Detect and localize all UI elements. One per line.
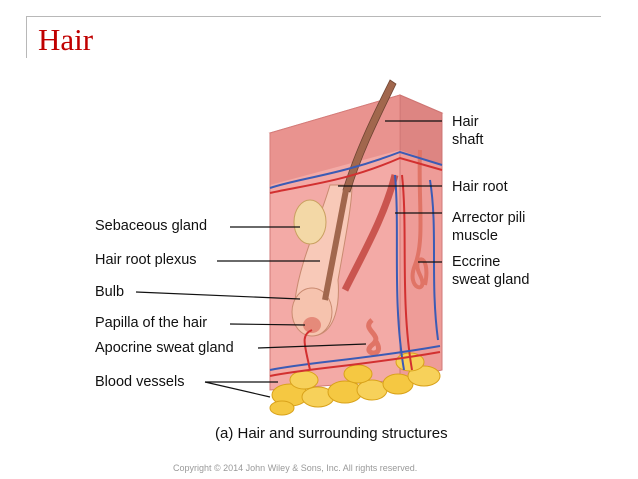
slide-frame-top xyxy=(26,16,601,17)
hair-bulb xyxy=(291,287,333,337)
label-hair-shaft-line2: shaft xyxy=(452,132,484,148)
eccrine-gland xyxy=(410,149,429,290)
slide-frame-left xyxy=(26,16,27,58)
label-arrector-line1: Arrector pili xyxy=(452,210,526,226)
apocrine-gland xyxy=(366,318,381,356)
leader-lines xyxy=(135,120,442,398)
figure-caption: (a) Hair and surrounding structures xyxy=(215,425,448,442)
label-hair-root-plexus: Hair root plexus xyxy=(95,252,197,268)
label-bulb: Bulb xyxy=(95,284,125,300)
epidermis xyxy=(270,95,400,185)
label-sebaceous-gland: Sebaceous gland xyxy=(95,218,208,234)
blood-vessels xyxy=(269,150,443,377)
sebaceous-gland xyxy=(293,199,327,245)
label-hair-shaft-line1: Hair xyxy=(452,114,479,130)
label-hair-root: Hair root xyxy=(452,179,508,195)
arrector-pili xyxy=(341,174,399,292)
slide-title: Hair xyxy=(38,22,94,57)
hair-papilla xyxy=(303,317,321,333)
label-papilla: Papilla of the hair xyxy=(95,315,208,331)
label-blood-vessels: Blood vessels xyxy=(95,374,185,390)
hair-shaft xyxy=(342,79,397,193)
label-eccrine-line2: sweat gland xyxy=(452,272,530,288)
label-apocrine: Apocrine sweat gland xyxy=(95,340,234,356)
label-eccrine-line1: Eccrine xyxy=(452,254,501,270)
label-arrector-line2: muscle xyxy=(452,228,498,244)
copyright-notice: Copyright © 2014 John Wiley & Sons, Inc.… xyxy=(173,463,418,473)
